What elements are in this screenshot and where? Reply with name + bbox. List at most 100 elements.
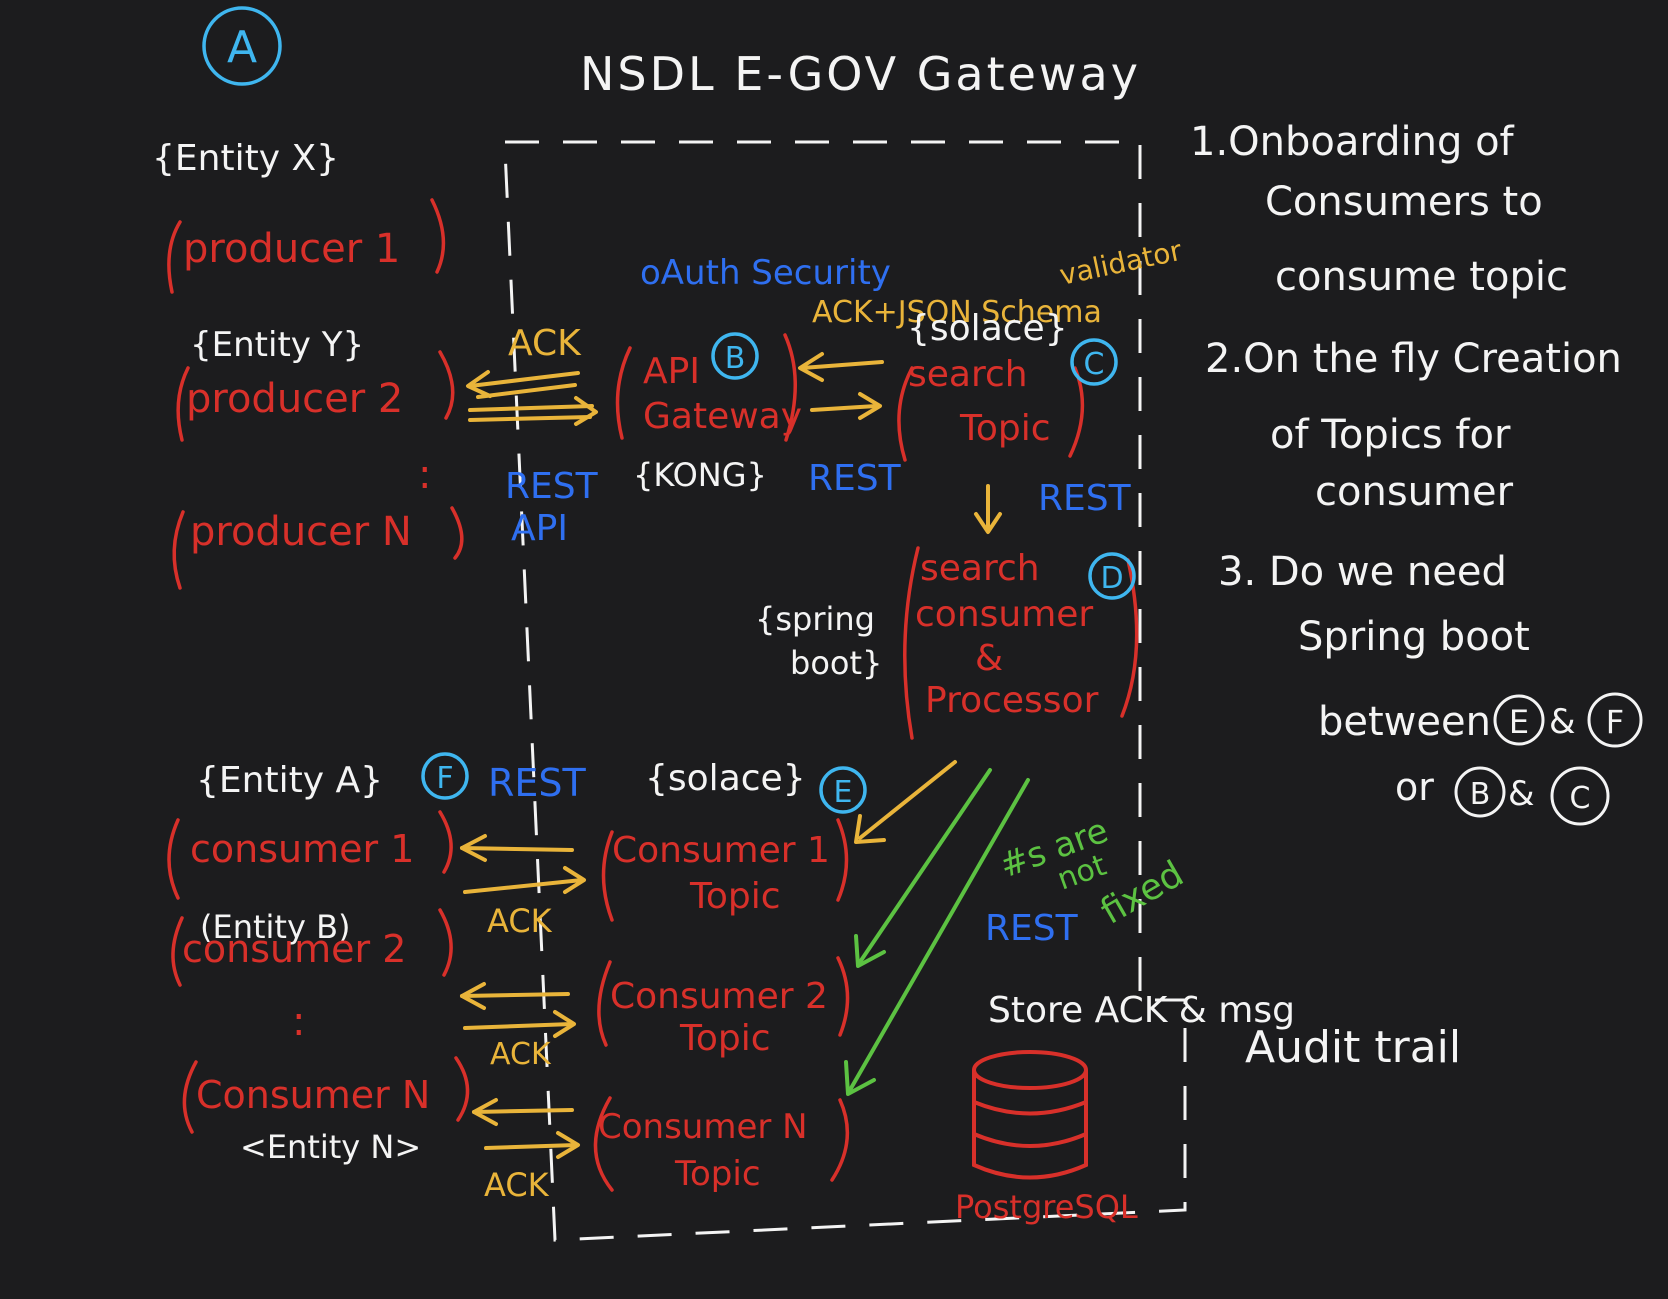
ack-json-schema-label: ACK+JSON Schema (812, 295, 1102, 330)
entity-b-label: (Entity B) (200, 908, 351, 946)
badge-c-label: C (1084, 347, 1105, 382)
topic-1-to-consumer-1-arrow (460, 834, 574, 862)
consumer-2-ack-label: ACK (490, 1037, 552, 1072)
q1-line1: 1.Onboarding of (1190, 119, 1515, 165)
question-1: 1.Onboarding of Consumers to consume top… (1190, 119, 1568, 300)
q3-or: or (1395, 765, 1434, 809)
not-fixed-line3: fixed (1094, 853, 1191, 932)
badge-d-label: D (1100, 561, 1123, 596)
postgresql-label: PostgreSQL (955, 1188, 1138, 1226)
api-gateway-box: API Gateway (615, 333, 802, 442)
consumer-2-label: consumer 2 (182, 927, 406, 971)
q3-badge-f-label: F (1606, 703, 1624, 741)
q3-badge-f: F (1587, 692, 1643, 748)
processor-rest-label: REST (985, 908, 1079, 949)
producer-request-arrow (468, 396, 598, 426)
q3-badge-e-label: E (1509, 703, 1529, 741)
q3-line2: Spring boot (1298, 614, 1530, 660)
consumer-topic-2-box: Consumer 2 Topic (597, 956, 850, 1059)
store-ack-msg-label: Store ACK & msg (988, 990, 1295, 1031)
validator-label: validator (1057, 234, 1185, 292)
page-title: NSDL E-GOV Gateway (580, 47, 1141, 101)
producer-1-box: producer 1 (167, 198, 446, 294)
consumer-topic-n-line2: Topic (674, 1154, 761, 1194)
search-topic-line1: search (908, 354, 1028, 395)
producer-2-label: producer 2 (186, 376, 403, 422)
consumer-topic-1-line2: Topic (689, 876, 781, 917)
q3-amp-2: & (1508, 774, 1535, 814)
badge-a-label: A (227, 22, 257, 73)
consumer-n-box: Consumer N (182, 1056, 470, 1134)
q1-line2: Consumers to (1265, 179, 1543, 225)
question-3: 3. Do we need Spring boot between E & F … (1218, 549, 1643, 826)
badge-f: F (421, 752, 469, 800)
entity-x-label: {Entity X} (152, 138, 339, 179)
q3-line3: between (1318, 699, 1491, 745)
q3-amp-1: & (1549, 702, 1576, 742)
search-topic-platform: {solace} (907, 308, 1068, 349)
oauth-security-label: oAuth Security (640, 253, 891, 293)
q3-badge-e: E (1493, 694, 1545, 746)
producer-n-label: producer N (190, 509, 412, 555)
q1-line3: consume topic (1275, 254, 1568, 300)
topic-2-to-consumer-2-arrow (460, 982, 570, 1010)
entity-n-label: <Entity N> (240, 1128, 421, 1166)
q2-line2: of Topics for (1270, 412, 1511, 458)
q3-badge-b: B (1454, 766, 1506, 818)
consumer-n-label: Consumer N (196, 1073, 430, 1117)
consumer-topic-1-line1: Consumer 1 (612, 830, 830, 871)
consumer-topic-n-line1: Consumer N (598, 1107, 808, 1147)
producer-ack-label: ACK (508, 323, 582, 364)
gateway-boundary (503, 140, 1187, 1242)
producer-2-box: producer 2 (176, 350, 455, 442)
badge-c: C (1070, 338, 1118, 386)
processor-line4: Processor (925, 680, 1099, 721)
consumer-topic-2-line1: Consumer 2 (610, 976, 828, 1017)
search-topic-line2: Topic (959, 408, 1051, 449)
consumer-2-ack-arrow (463, 1010, 576, 1038)
consumer-1-ack-label: ACK (487, 902, 553, 940)
topic-n-to-consumer-n-arrow (472, 1098, 574, 1126)
badge-a: A (202, 6, 282, 86)
processor-line3: & (975, 638, 1003, 679)
producer-rest-label: REST (505, 466, 599, 507)
producer-n-box: producer N (172, 506, 464, 590)
badge-e: E (819, 766, 867, 814)
producer-api-label: API (511, 508, 568, 549)
consumer-rest-label: REST (488, 761, 587, 805)
consumer-1-label: consumer 1 (190, 827, 414, 871)
gateway-to-topic-arrow (810, 392, 882, 420)
q3-line1: 3. Do we need (1218, 549, 1507, 595)
badge-b: B (711, 332, 759, 380)
consumer-topic-n-box: Consumer N Topic (593, 1096, 850, 1194)
gateway-rest-label: REST (808, 458, 902, 499)
badge-d: D (1088, 552, 1136, 600)
q2-line3: consumer (1315, 469, 1514, 515)
schema-ack-arrow (798, 352, 884, 382)
question-2: 2.On the fly Creation of Topics for cons… (1205, 336, 1622, 515)
kong-label: {KONG} (633, 456, 767, 494)
q3-badge-c: C (1550, 766, 1610, 826)
consumers-ellipsis: : (292, 999, 305, 1045)
api-gateway-line1: API (643, 351, 700, 392)
consumer-1-box: consumer 1 (167, 810, 453, 900)
q3-badge-c-label: C (1570, 781, 1591, 816)
spring-boot-label-1: {spring (755, 600, 875, 638)
processor-to-topic-n-arrow (844, 778, 1030, 1096)
processor-line2: consumer (915, 594, 1093, 635)
consumer-topics-platform: {solace} (645, 758, 806, 799)
entity-y-label: {Entity Y} (190, 325, 364, 365)
producers-ellipsis: : (418, 452, 431, 498)
processor-to-topic-1-arrow (854, 760, 957, 844)
consumer-n-ack-label: ACK (484, 1166, 550, 1204)
q3-badge-b-label: B (1470, 777, 1491, 812)
processor-box: search consumer & Processor (903, 546, 1139, 740)
consumer-1-ack-arrow (463, 866, 586, 894)
producer-ack-arrow (466, 370, 580, 399)
consumer-n-ack-arrow (484, 1131, 580, 1159)
search-topic-rest-label: REST (1038, 478, 1132, 519)
consumer-topic-2-line2: Topic (679, 1018, 771, 1059)
topic-to-processor-arrow (974, 484, 1002, 534)
postgresql-database-icon (972, 1050, 1088, 1180)
